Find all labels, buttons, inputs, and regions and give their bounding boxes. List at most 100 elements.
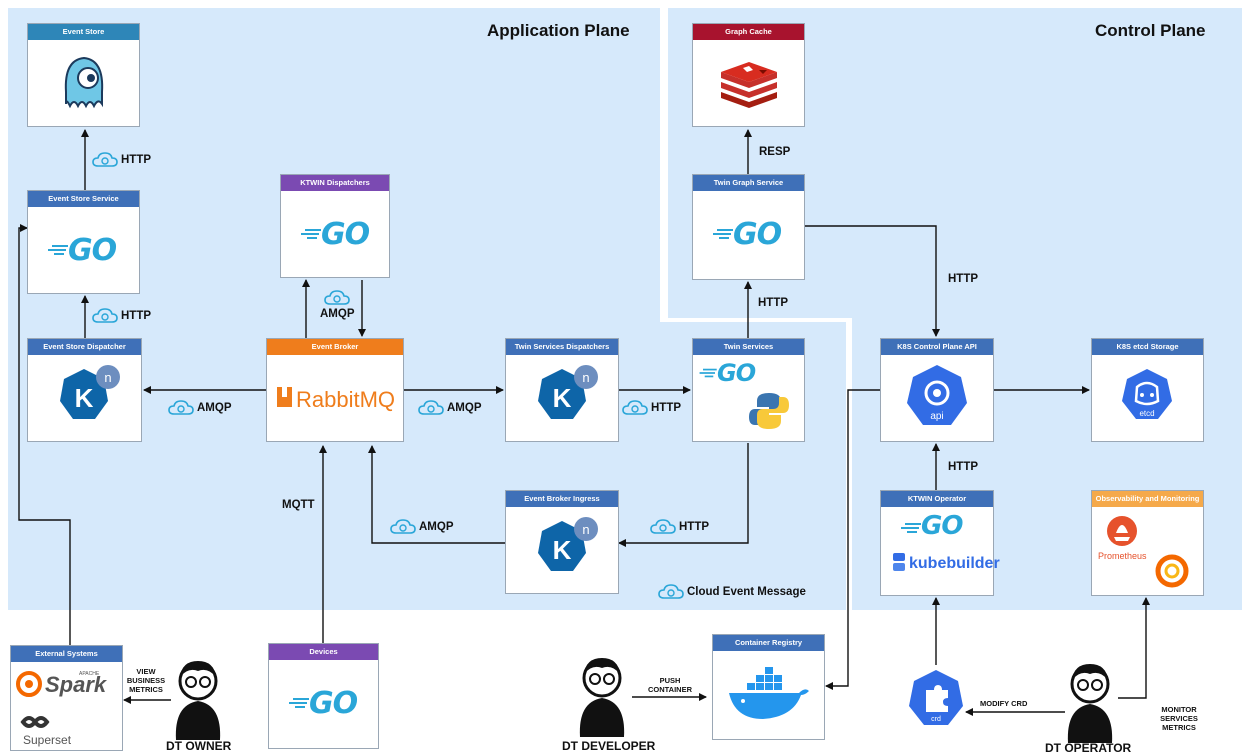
- http-label: HTTP: [651, 402, 682, 415]
- container-registry-box[interactable]: Container Registry: [712, 634, 825, 740]
- observability-box[interactable]: Observability and Monitoring Prometheus: [1091, 490, 1204, 596]
- event-store-service-box[interactable]: Event Store Service GO: [27, 190, 140, 294]
- superset-text: Superset: [23, 733, 72, 747]
- cloud-event-message-legend: Cloud Event Message: [658, 584, 806, 600]
- k-letter: K: [553, 535, 572, 565]
- application-plane-title: Application Plane: [487, 21, 630, 40]
- event-store-dispatcher-box[interactable]: Event Store Dispatcher K n: [27, 338, 142, 442]
- event-broker-header: Event Broker: [267, 339, 403, 355]
- dt-operator-label: DT OPERATOR: [1045, 741, 1132, 755]
- etcd-icon: etcd: [1092, 355, 1203, 441]
- edge-label-http-graph-api: HTTP: [948, 273, 979, 285]
- k8s-control-plane-api-header: K8S Control Plane API: [881, 339, 993, 355]
- event-store-header: Event Store: [28, 24, 139, 40]
- ktwin-operator-header: KTWIN Operator: [881, 491, 993, 507]
- twin-services-dispatchers-header: Twin Services Dispatchers: [506, 339, 618, 355]
- apache-text: APACHE: [79, 671, 100, 677]
- event-store-dispatcher-header: Event Store Dispatcher: [28, 339, 141, 355]
- redis-icon: [693, 40, 804, 126]
- edge-label-http-graph-up: HTTP: [758, 297, 789, 309]
- docker-icon: [713, 651, 824, 739]
- knative-icon: K n: [506, 355, 618, 441]
- twin-services-header: Twin Services: [693, 339, 804, 355]
- knative-icon: K n: [28, 355, 141, 441]
- go-logo: GO: [269, 660, 378, 748]
- devices-box[interactable]: Devices GO: [268, 643, 379, 749]
- go-logo: GO: [281, 191, 389, 277]
- edge-label-resp: RESP: [759, 146, 791, 158]
- spark-text: Spark: [45, 672, 108, 697]
- edge-label-monitor-services-metrics: MONITOR SERVICES METRICS: [1160, 705, 1198, 732]
- go-logo-text: GO: [68, 233, 117, 268]
- graph-cache-header: Graph Cache: [693, 24, 804, 40]
- twin-graph-service-box[interactable]: Twin Graph Service GO: [692, 174, 805, 280]
- http-label: HTTP: [121, 154, 152, 167]
- http-label: HTTP: [679, 521, 710, 534]
- twin-services-box[interactable]: Twin Services GO: [692, 338, 805, 442]
- edge-label-http-store: HTTP: [92, 152, 151, 168]
- edge-label-view-business-metrics: VIEW BUSINESS METRICS: [126, 667, 166, 694]
- spark-superset-logos: APACHE Spark Superset: [11, 662, 122, 750]
- etcd-text: etcd: [1139, 409, 1154, 418]
- dt-developer-person-icon: [579, 658, 625, 737]
- go-logo-text: GO: [733, 217, 782, 252]
- edge-label-amqp-ktwin: AMQP: [320, 290, 355, 320]
- edge-label-http-operator: HTTP: [948, 461, 979, 473]
- event-broker-ingress-header: Event Broker Ingress: [506, 491, 618, 507]
- k8s-api-icon: api: [881, 355, 993, 441]
- event-store-service-header: Event Store Service: [28, 191, 139, 207]
- knative-icon: K n: [506, 507, 618, 593]
- ktwin-operator-box[interactable]: KTWIN Operator GO kubebuilder: [880, 490, 1000, 596]
- prometheus-grafana-logos: Prometheus: [1092, 507, 1203, 595]
- graph-cache-box[interactable]: Graph Cache: [692, 23, 805, 127]
- amqp-label: AMQP: [320, 308, 355, 320]
- n-letter: n: [582, 522, 589, 537]
- rabbitmq-logo: RabbitMQ: [267, 355, 403, 441]
- twin-services-dispatchers-box[interactable]: Twin Services Dispatchers K n: [505, 338, 619, 442]
- k8s-control-plane-api-box[interactable]: K8S Control Plane API api: [880, 338, 994, 442]
- go-logo-text: GO: [309, 686, 358, 721]
- http-label: HTTP: [121, 310, 152, 323]
- dt-owner-person-icon: [175, 661, 221, 740]
- scylla-icon: [28, 40, 139, 126]
- n-letter: n: [104, 370, 111, 385]
- amqp-label: AMQP: [419, 521, 454, 534]
- observability-header: Observability and Monitoring: [1092, 491, 1203, 507]
- dt-operator-person-icon: [1067, 664, 1113, 743]
- go-kubebuilder-logos: GO kubebuilder: [881, 507, 1000, 595]
- go-logo-text: GO: [717, 359, 756, 387]
- external-systems-header: External Systems: [11, 646, 122, 662]
- k-letter: K: [75, 383, 94, 413]
- k8s-etcd-storage-box[interactable]: K8S etcd Storage etcd: [1091, 338, 1204, 442]
- amqp-label: AMQP: [447, 402, 482, 415]
- external-systems-box[interactable]: External Systems APACHE Spark Superset: [10, 645, 123, 751]
- event-store-box[interactable]: Event Store: [27, 23, 140, 127]
- n-letter: n: [582, 370, 589, 385]
- ktwin-dispatchers-box[interactable]: KTWIN Dispatchers GO: [280, 174, 390, 278]
- control-plane-title: Control Plane: [1095, 21, 1206, 40]
- edge-label-amqp-right: AMQP: [418, 400, 482, 416]
- go-logo: GO: [28, 207, 139, 293]
- edge-label-http-ingress: HTTP: [650, 519, 709, 535]
- edge-label-push-container: PUSH CONTAINER: [647, 676, 693, 694]
- kubebuilder-text: kubebuilder: [909, 555, 1000, 572]
- event-broker-ingress-box[interactable]: Event Broker Ingress K n: [505, 490, 619, 594]
- amqp-label: AMQP: [197, 402, 232, 415]
- ktwin-dispatchers-header: KTWIN Dispatchers: [281, 175, 389, 191]
- dt-developer-label: DT DEVELOPER: [562, 739, 656, 753]
- edge-label-amqp-ingress: AMQP: [390, 519, 454, 535]
- container-registry-header: Container Registry: [713, 635, 824, 651]
- prometheus-text: Prometheus: [1098, 551, 1147, 561]
- k-letter: K: [553, 383, 572, 413]
- cloud-event-message-label: Cloud Event Message: [687, 586, 806, 599]
- crd-icon: crd: [909, 670, 963, 725]
- k8s-etcd-storage-header: K8S etcd Storage: [1092, 339, 1203, 355]
- edge-label-http-dispatcher: HTTP: [92, 308, 151, 324]
- twin-graph-service-header: Twin Graph Service: [693, 175, 804, 191]
- dt-owner-label: DT OWNER: [166, 739, 232, 753]
- event-broker-box[interactable]: Event Broker RabbitMQ: [266, 338, 404, 442]
- go-logo-text: GO: [921, 511, 963, 541]
- go-logo-text: GO: [321, 217, 370, 252]
- kubebuilder-icon: [893, 553, 905, 571]
